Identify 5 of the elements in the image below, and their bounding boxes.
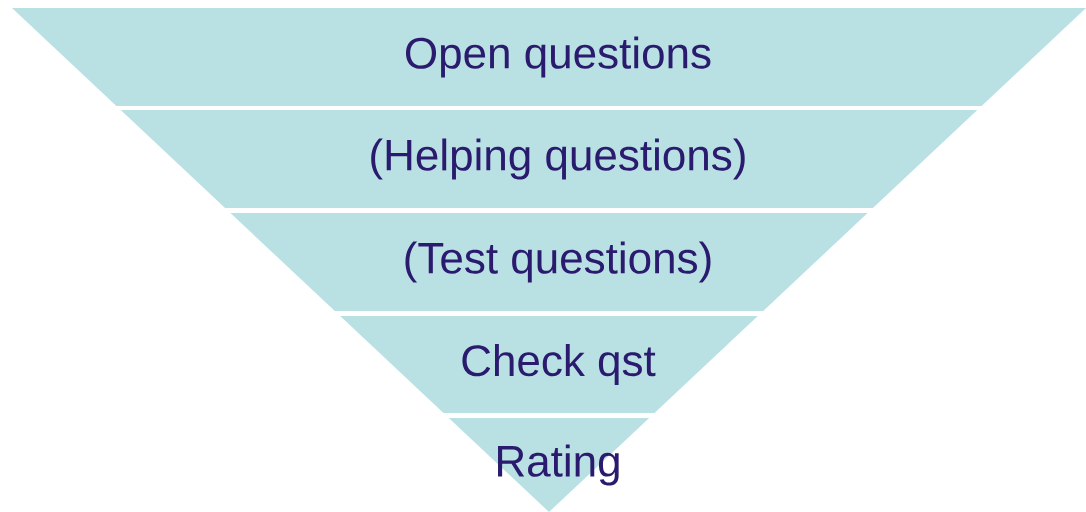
funnel-band: Open questions (12, 8, 1086, 106)
funnel-band: (Helping questions) (120, 110, 978, 208)
funnel-band: Rating (448, 418, 650, 512)
funnel-band: (Test questions) (230, 213, 868, 311)
funnel-band: Check qst (340, 316, 758, 413)
